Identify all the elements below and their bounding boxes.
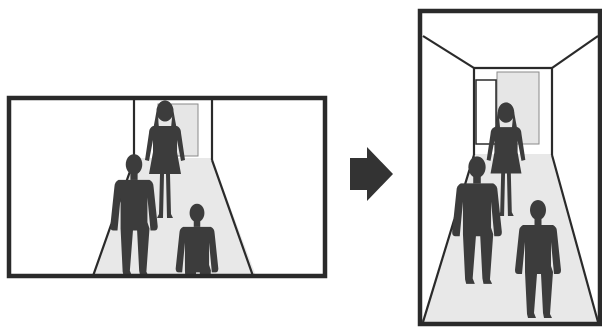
portrait-panel — [420, 11, 600, 324]
landscape-panel — [9, 98, 325, 313]
right-arrow-icon — [350, 147, 393, 201]
